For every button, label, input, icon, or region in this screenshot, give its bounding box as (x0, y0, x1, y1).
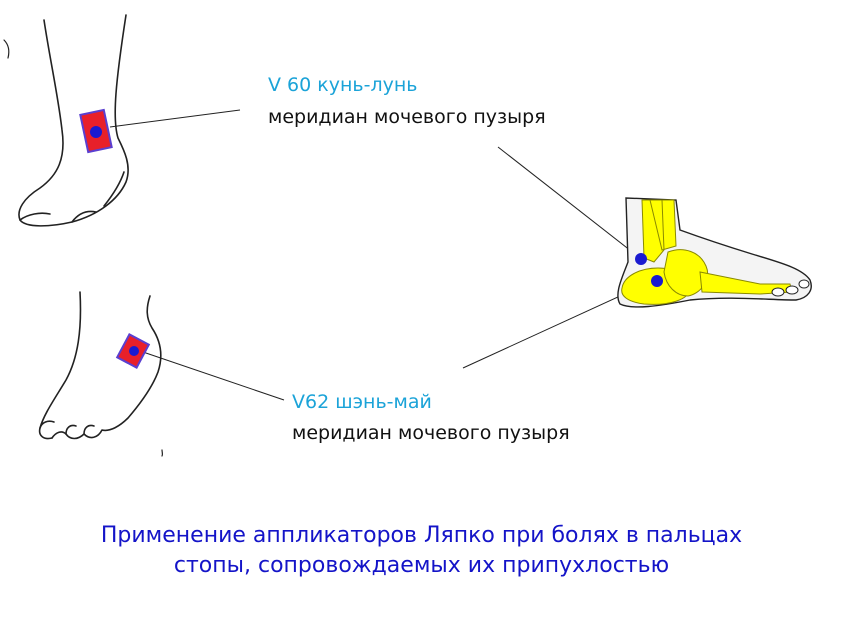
foot-sketch-upper (3, 14, 129, 227)
meridian-label-v60: меридиан мочевого пузыря (268, 106, 546, 128)
applicator-v62 (115, 333, 151, 369)
toe-outlines (771, 279, 810, 297)
caption-line-1: Применение аппликаторов Ляпко при болях … (100, 523, 743, 548)
foot-sketch-lower (38, 291, 164, 457)
figure-caption: Применение аппликаторов Ляпко при болях … (0, 521, 843, 581)
meridian-label-v62: меридиан мочевого пузыря (292, 422, 570, 444)
point-code-v62: V62 шэнь-май (292, 391, 432, 413)
tibia-fibula-bones (641, 199, 677, 263)
caption-line-2: стопы, сопровождаемых их припухлостью (173, 553, 670, 578)
leader-line-v62-left (142, 351, 285, 401)
point-v60-marker (635, 253, 647, 265)
foot-skeleton-illustration (617, 197, 812, 308)
applicator-v60 (79, 108, 113, 154)
point-v62-marker (651, 275, 663, 287)
leader-line-v60-left (109, 109, 241, 128)
leader-line-v60-right (497, 146, 641, 259)
point-code-v60: V 60 кунь-лунь (268, 74, 418, 96)
